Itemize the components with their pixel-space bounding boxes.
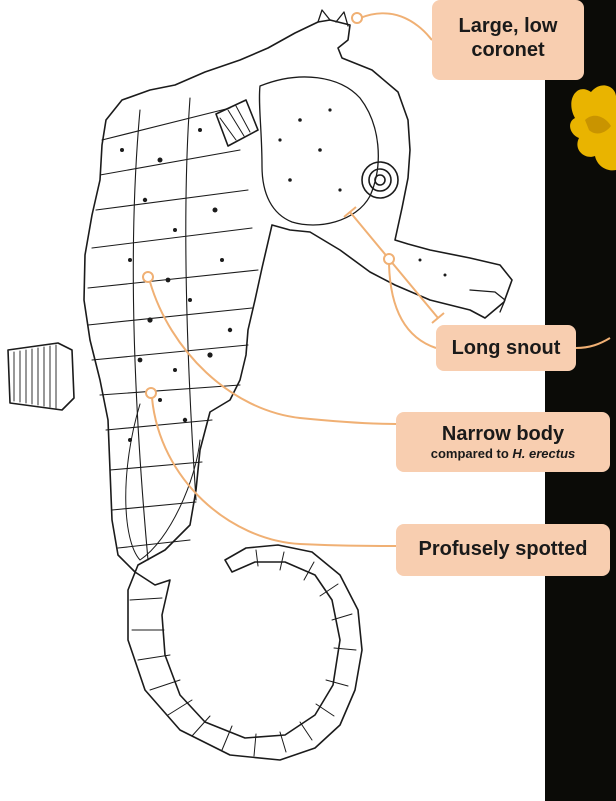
snout-label: Long snout (452, 337, 561, 359)
coronet-label-line1: Large, low (459, 15, 558, 37)
body-label-species: H. erectus (512, 446, 575, 461)
coronet-leader (360, 13, 432, 40)
snout-point (384, 254, 394, 264)
label-narrow-body: Narrow body compared to H. erectus (396, 412, 610, 472)
label-large-low-coronet: Large, low coronet (432, 0, 584, 80)
body-label-sub-prefix: compared to (431, 446, 513, 461)
spotted-point (146, 388, 156, 398)
label-long-snout: Long snout (436, 325, 576, 371)
dorsal-fin (8, 343, 74, 410)
spotted-label: Profusely spotted (419, 538, 588, 560)
body-label-title: Narrow body (442, 423, 564, 445)
coronet-label-line2: coronet (471, 39, 544, 61)
body-point (143, 272, 153, 282)
body-label-subtitle: compared to H. erectus (396, 446, 610, 462)
coronet-point (352, 13, 362, 23)
label-profusely-spotted: Profusely spotted (396, 524, 610, 576)
